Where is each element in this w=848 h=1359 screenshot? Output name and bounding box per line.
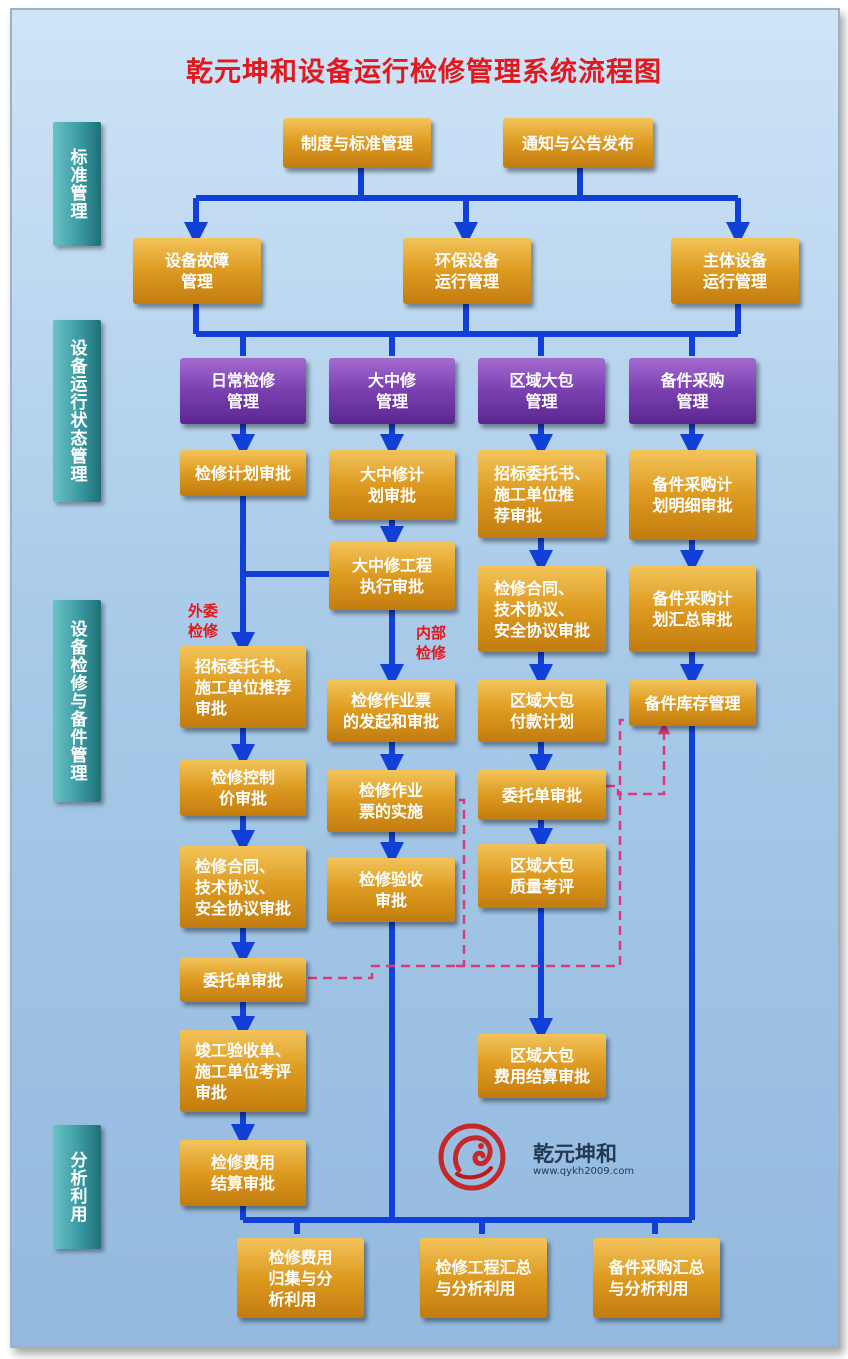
node-beijian[interactable]: 备件采购 管理 [629, 358, 756, 424]
diagram-title: 乾元坤和设备运行检修管理系统流程图 [186, 57, 662, 88]
brand-url[interactable]: www.qykh2009.com [533, 1166, 635, 1177]
node-guzhang[interactable]: 设备故障 管理 [133, 238, 261, 304]
node-c5[interactable]: 区域大包 质量考评 [478, 844, 606, 908]
node-d1[interactable]: 备件采购计 划明细审批 [629, 450, 756, 540]
node-b3[interactable]: 检修作业票 的发起和审批 [327, 680, 455, 742]
node-a5[interactable]: 委托单审批 [180, 958, 306, 1002]
node-huanbao[interactable]: 环保设备 运行管理 [403, 238, 531, 304]
node-a6[interactable]: 竣工验收单、 施工单位考评 审批 [180, 1030, 306, 1112]
node-richang[interactable]: 日常检修 管理 [180, 358, 306, 424]
node-c4[interactable]: 委托单审批 [478, 770, 606, 820]
node-b5[interactable]: 检修验收 审批 [327, 858, 455, 922]
node-a1[interactable]: 检修计划审批 [180, 450, 306, 496]
node-a2[interactable]: 招标委托书、 施工单位推荐 审批 [180, 646, 306, 728]
lane-status: 设备运行状态管理 [53, 320, 101, 502]
node-a3[interactable]: 检修控制 价审批 [180, 760, 306, 816]
node-tongzhi[interactable]: 通知与公告发布 [503, 118, 653, 168]
node-e3[interactable]: 备件采购汇总 与分析利用 [593, 1238, 720, 1318]
node-d2[interactable]: 备件采购计 划汇总审批 [629, 566, 756, 652]
node-a7[interactable]: 检修费用 结算审批 [180, 1140, 306, 1206]
node-dazhong[interactable]: 大中修 管理 [329, 358, 455, 424]
node-d3[interactable]: 备件库存管理 [629, 680, 756, 726]
lane-maintenance: 设备检修与备件管理 [53, 600, 101, 802]
node-b2[interactable]: 大中修工程 执行审批 [329, 542, 455, 610]
node-a4[interactable]: 检修合同、 技术协议、 安全协议审批 [180, 846, 306, 928]
node-quyu[interactable]: 区域大包 管理 [478, 358, 605, 424]
note-neibu: 内部 检修 [416, 624, 447, 662]
lane-analysis: 分析利用 [53, 1125, 101, 1249]
node-c1[interactable]: 招标委托书、 施工单位推 荐审批 [478, 450, 606, 538]
node-e1[interactable]: 检修费用 归集与分 析利用 [237, 1238, 364, 1318]
node-c6[interactable]: 区域大包 费用结算审批 [478, 1034, 606, 1098]
node-c3[interactable]: 区域大包 付款计划 [478, 680, 606, 742]
node-c2[interactable]: 检修合同、 技术协议、 安全协议审批 [478, 566, 606, 652]
node-zhidu[interactable]: 制度与标准管理 [283, 118, 431, 168]
dragon-logo-icon [438, 1123, 506, 1191]
node-b4[interactable]: 检修作业 票的实施 [327, 770, 455, 832]
node-b1[interactable]: 大中修计 划审批 [329, 450, 455, 520]
brand-name: 乾元坤和 [533, 1142, 617, 1166]
node-zhuti[interactable]: 主体设备 运行管理 [671, 238, 799, 304]
note-waiwei: 外委 检修 [188, 602, 219, 640]
node-e2[interactable]: 检修工程汇总 与分析利用 [420, 1238, 547, 1318]
lane-standard: 标准管理 [53, 122, 101, 246]
